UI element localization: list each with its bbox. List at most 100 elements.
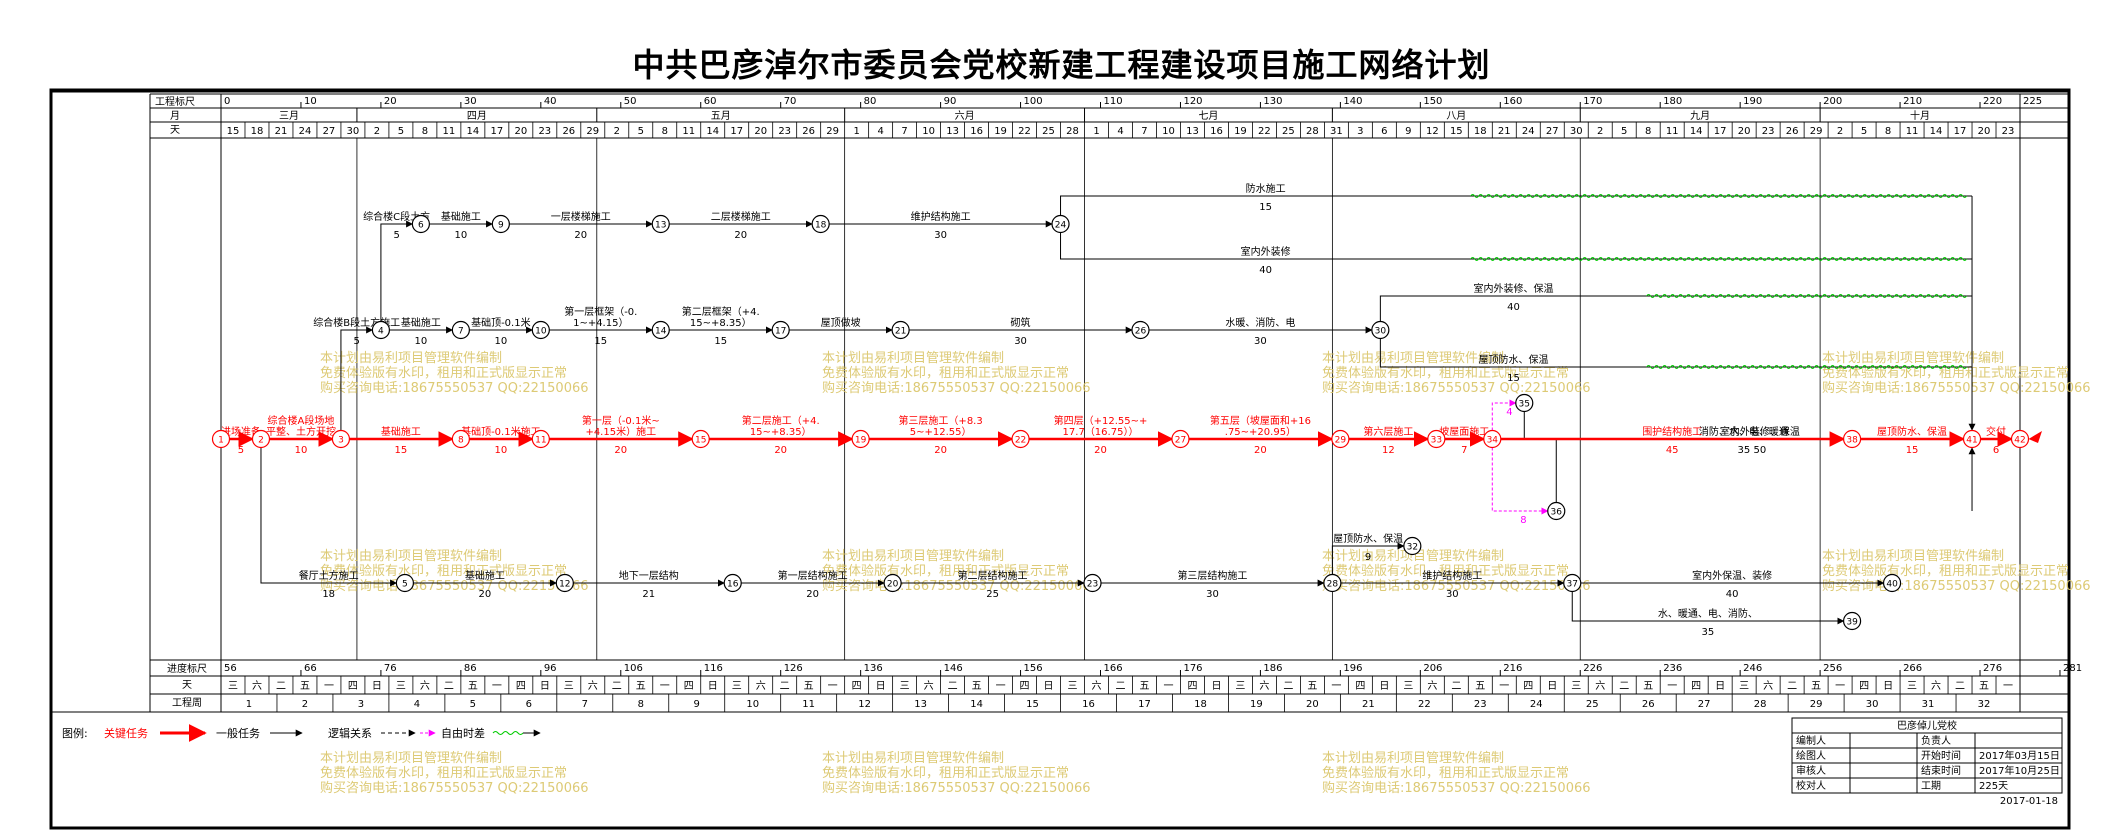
weekday-label: 日 bbox=[1883, 681, 1893, 692]
activity-label: 基础施工 bbox=[465, 569, 505, 582]
activity-duration: 6 bbox=[1993, 445, 1999, 456]
scale-tick-label: 180 bbox=[1663, 96, 1682, 107]
node-number: 33 bbox=[1431, 436, 1442, 446]
weekday-label: 四 bbox=[1020, 681, 1030, 692]
day-label: 5 bbox=[638, 126, 644, 137]
scale-tick-label: 0 bbox=[224, 96, 230, 107]
network-node bbox=[1011, 429, 1030, 449]
activity-label: 1~+4.15） bbox=[573, 317, 628, 329]
week-label: 27 bbox=[1698, 699, 1711, 710]
activity-duration: 20 bbox=[614, 445, 627, 456]
scale-tick-label: 90 bbox=[944, 96, 957, 107]
scale-tick-label: 140 bbox=[1343, 96, 1362, 107]
footer-row-label: 天 bbox=[182, 680, 192, 691]
activity-label: 15~+8.35） bbox=[750, 426, 812, 438]
node-number: 18 bbox=[815, 221, 827, 231]
activity-label: 第二层框架（+4. bbox=[682, 305, 760, 318]
week-label: 9 bbox=[694, 699, 700, 710]
weekday-label: 四 bbox=[1523, 681, 1533, 692]
week-label: 32 bbox=[1978, 699, 1991, 710]
info-cell: 校对人 bbox=[1796, 779, 1826, 792]
weekday-label: 日 bbox=[372, 681, 382, 692]
activity-duration: 10 bbox=[295, 445, 308, 456]
month-label: 六月 bbox=[955, 110, 975, 122]
activity-label: 基础顶-0.1米 bbox=[471, 316, 531, 329]
activity-duration: 15 bbox=[395, 445, 408, 456]
activity-label: 室内外装修 bbox=[1241, 245, 1291, 258]
activity-label: 第一层框架（-0. bbox=[564, 305, 637, 318]
watermark-text: 购买咨询电话:18675550537 QQ:22150066 bbox=[320, 578, 589, 594]
week-label: 31 bbox=[1922, 699, 1935, 710]
day-label: 4 bbox=[877, 126, 883, 137]
day-label: 16 bbox=[1210, 126, 1223, 137]
finish-flag-icon bbox=[2028, 431, 2042, 443]
activity-duration: 20 bbox=[478, 589, 491, 600]
day-label: 3 bbox=[1357, 126, 1363, 137]
weekday-label: 三 bbox=[228, 681, 238, 692]
node-number: 35 bbox=[1519, 400, 1530, 410]
day-label: 8 bbox=[1645, 126, 1651, 137]
activity-label: 基础施工 bbox=[441, 210, 481, 223]
day-label: 20 bbox=[1978, 126, 1991, 137]
day-label: 20 bbox=[1738, 126, 1751, 137]
day-label: 11 bbox=[443, 126, 456, 137]
weekday-label: 三 bbox=[564, 681, 574, 692]
weekday-label: 四 bbox=[348, 681, 358, 692]
activity-duration: 10 bbox=[454, 230, 467, 241]
watermark-text: 免费体验版有水印，租用和正式版显示正常 bbox=[822, 365, 1069, 381]
watermark-text: 购买咨询电话:18675550537 QQ:22150066 bbox=[822, 780, 1091, 796]
day-label: 14 bbox=[466, 126, 479, 137]
day-label: 27 bbox=[323, 126, 336, 137]
day-label: 23 bbox=[2002, 126, 2015, 137]
week-label: 2 bbox=[302, 699, 308, 710]
activity-duration: 40 bbox=[1259, 265, 1272, 276]
activity-duration: 15 bbox=[1906, 445, 1919, 456]
network-node bbox=[1483, 429, 1502, 449]
progress-tick-label: 96 bbox=[544, 663, 557, 674]
week-label: 16 bbox=[1082, 699, 1095, 710]
weekday-label: 六 bbox=[1259, 680, 1269, 692]
activity-label: 室内外装修、保温 bbox=[1473, 282, 1553, 295]
watermark-text: 免费体验版有水印，租用和正式版显示正常 bbox=[320, 563, 567, 579]
node-number: 37 bbox=[1567, 580, 1578, 590]
activity-duration: 30 bbox=[1446, 589, 1459, 600]
activity-duration: 50 bbox=[1754, 445, 1767, 456]
network-node bbox=[1842, 429, 1862, 449]
legend-float-label: 自由时差 bbox=[441, 726, 485, 740]
inner-frame bbox=[50, 91, 2070, 713]
activity-duration: 40 bbox=[1507, 302, 1520, 313]
day-label: 16 bbox=[970, 126, 983, 137]
network-node bbox=[1331, 429, 1350, 449]
week-label: 13 bbox=[914, 699, 927, 710]
weekday-label: 六 bbox=[588, 680, 598, 692]
watermark-text: 免费体验版有水印，租用和正式版显示正常 bbox=[1822, 365, 2069, 381]
node-number: 24 bbox=[1055, 221, 1067, 231]
activity-label: 第四层（+12.55~+ bbox=[1054, 414, 1148, 427]
activity-duration: 5 bbox=[393, 230, 399, 241]
activity-label: 5~+12.55） bbox=[910, 426, 972, 438]
weekday-label: 五 bbox=[300, 681, 310, 692]
watermark-text: 购买咨询电话:18675550537 QQ:22150066 bbox=[320, 780, 589, 796]
network-node bbox=[211, 429, 231, 449]
branch-activity bbox=[1379, 295, 1973, 330]
watermark-text: 本计划由易利项目管理软件编制 bbox=[1822, 351, 2004, 366]
free-float-wave bbox=[1646, 294, 1968, 298]
month-label: 四月 bbox=[467, 110, 487, 122]
watermark-text: 免费体验版有水印，租用和正式版显示正常 bbox=[822, 563, 1069, 579]
network-node bbox=[491, 214, 510, 234]
network-node bbox=[411, 214, 430, 234]
activity-duration: 15 bbox=[714, 336, 727, 347]
activity-label: 第六层施工 bbox=[1363, 425, 1413, 438]
day-label: 28 bbox=[1066, 126, 1079, 137]
scale-tick-label: 120 bbox=[1183, 96, 1202, 107]
progress-tick-label: 196 bbox=[1343, 663, 1362, 674]
watermark-text: 购买咨询电话:18675550537 QQ:22150066 bbox=[1322, 380, 1591, 396]
day-label: 7 bbox=[1141, 126, 1147, 137]
activity-label: 砌筑 bbox=[1011, 316, 1031, 329]
day-label: 14 bbox=[1690, 126, 1703, 137]
activity-label: 进场准备 bbox=[221, 425, 261, 438]
activity-duration: 5 bbox=[353, 336, 359, 347]
network-node bbox=[395, 573, 414, 593]
day-label: 9 bbox=[1405, 126, 1411, 137]
